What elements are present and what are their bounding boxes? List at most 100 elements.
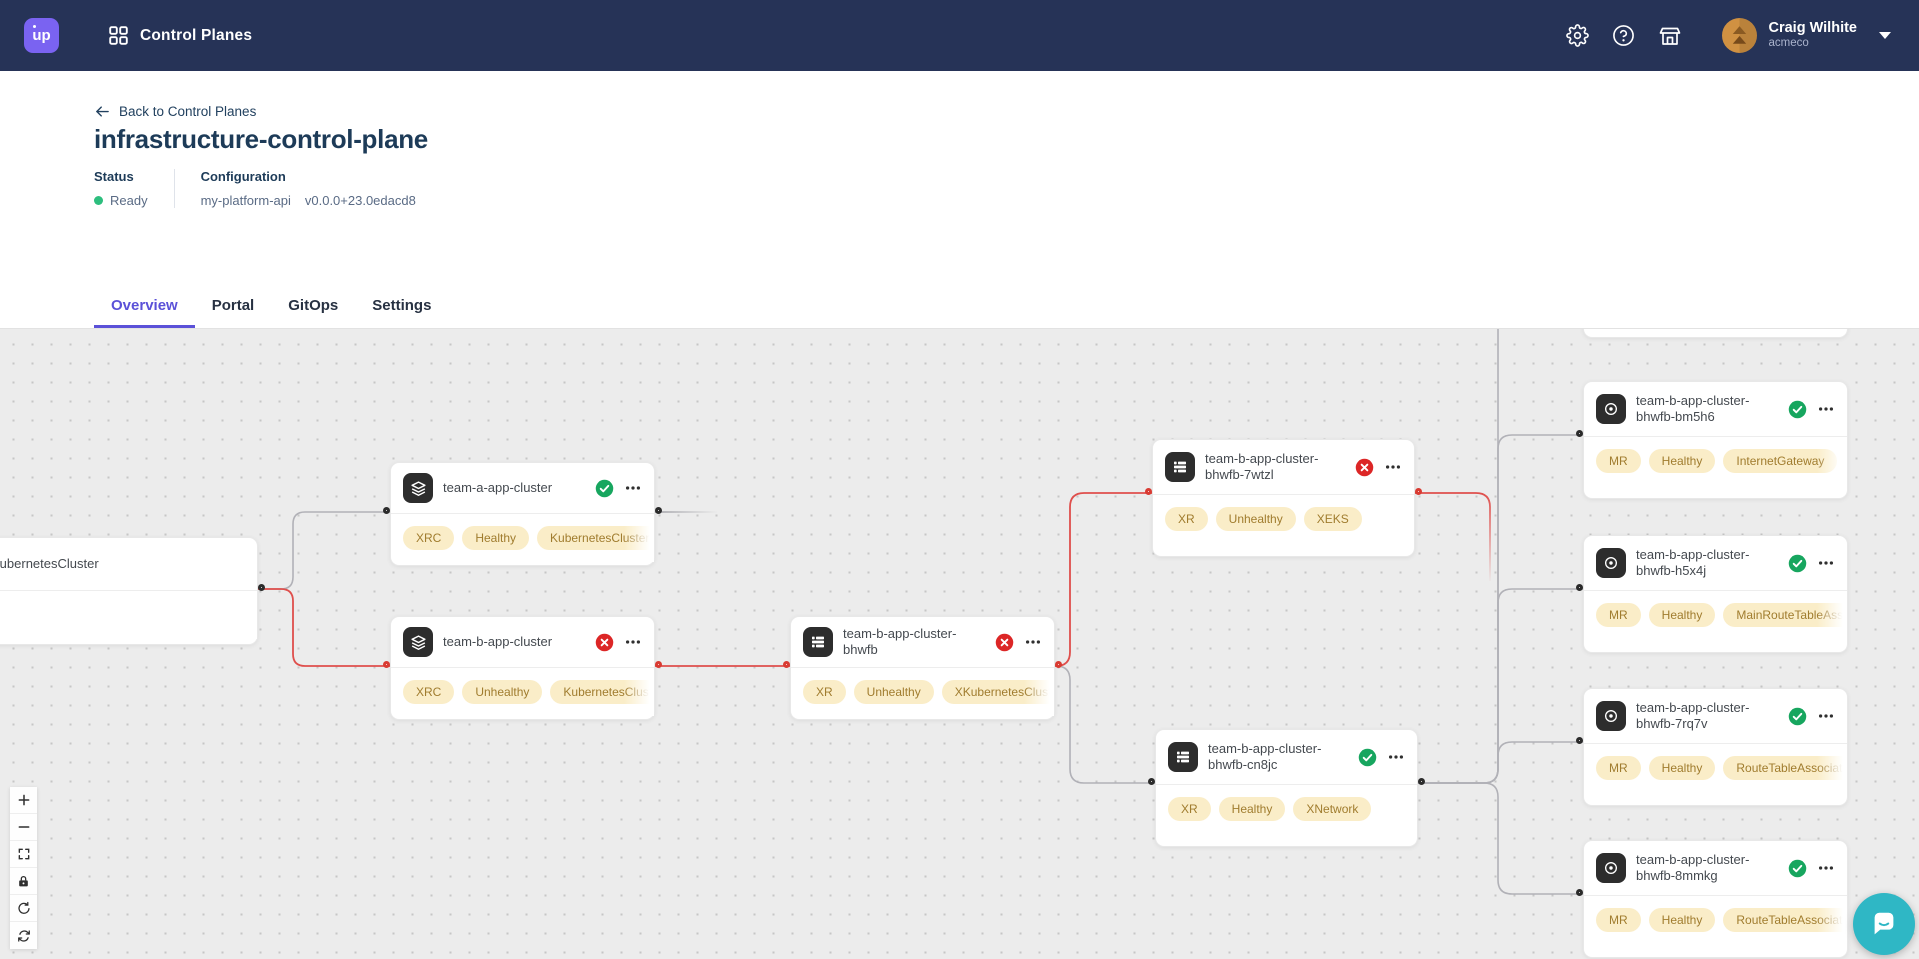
badge-xrc: XRC (403, 680, 455, 704)
configuration-version: v0.0.0+23.0edacd8 (304, 193, 416, 208)
left-handle[interactable] (783, 661, 790, 668)
badge-mr: MR (1596, 756, 1641, 780)
left-handle[interactable] (1576, 737, 1583, 744)
reset-view-button[interactable] (10, 895, 37, 922)
app-title: Control Planes (140, 26, 253, 44)
node-divider (391, 667, 654, 668)
node-title: team-b-app-cluster-bhwfb (843, 626, 957, 657)
settings-gear-icon[interactable] (1566, 24, 1590, 48)
managed-icon (1596, 394, 1626, 424)
help-circle-icon[interactable] (1612, 24, 1636, 48)
configuration-name: my-platform-api (200, 193, 291, 208)
composite-icon (1165, 452, 1195, 482)
left-handle[interactable] (1576, 889, 1583, 896)
back-link[interactable]: Back to Control Planes (94, 104, 256, 119)
node-menu-button[interactable] (624, 633, 642, 651)
node-menu-button[interactable] (624, 479, 642, 497)
composite-icon (1168, 742, 1198, 772)
status-block: Status Ready (94, 169, 148, 208)
badge-xr: XR (1168, 797, 1211, 821)
right-handle[interactable] (258, 584, 265, 591)
badge-mr: MR (1596, 449, 1641, 473)
left-handle[interactable] (1576, 430, 1583, 437)
user-menu[interactable]: Craig Wilhite acmeco (1721, 18, 1891, 53)
node-divider (1584, 590, 1847, 591)
zoom-in-button[interactable] (10, 787, 37, 814)
chat-launcher-button[interactable] (1853, 893, 1915, 955)
left-handle[interactable] (1145, 488, 1152, 495)
node-title: team-a-app-cluster (443, 480, 553, 495)
node-title: team-b-app-cluster-bhwfb-7rq7v (1636, 700, 1750, 731)
avatar (1721, 18, 1757, 53)
node-title: team-b-app-cluster-bhwfb-cn8jc (1208, 741, 1322, 772)
fit-view-button[interactable] (10, 841, 37, 868)
error-x-icon (995, 633, 1014, 652)
right-handle[interactable] (1415, 488, 1422, 495)
refresh-layout-button[interactable] (10, 922, 37, 949)
resource-node-kubernetescluster[interactable]: K KubernetesCluster API (0, 537, 265, 645)
node-title: team-b-app-cluster (443, 634, 553, 649)
badge-xeks: XEKS (1303, 507, 1362, 531)
composite-icon (803, 627, 833, 657)
managed-icon (1596, 548, 1626, 578)
tab-gitops[interactable]: GitOps (288, 297, 339, 314)
healthy-check-icon (1788, 859, 1807, 878)
healthy-check-icon (1788, 707, 1807, 726)
left-handle[interactable] (383, 661, 390, 668)
node-menu-button[interactable] (1024, 633, 1042, 651)
badge-xkubernetescluster: XKubernetesCluster (941, 680, 1054, 704)
node-divider (1584, 895, 1847, 896)
node-menu-button[interactable] (1817, 707, 1835, 725)
lock-button[interactable] (10, 868, 37, 895)
reset-view-icon (17, 901, 31, 915)
node-menu-button[interactable] (1817, 400, 1835, 418)
right-handle[interactable] (655, 661, 662, 668)
node-title: KubernetesCluster (0, 556, 99, 571)
canvas-controls (10, 787, 37, 949)
right-handle[interactable] (1418, 778, 1425, 785)
zoom-out-icon (17, 820, 31, 834)
badge-internetgateway: InternetGateway (1723, 449, 1838, 473)
badge-healthy: Healthy (1648, 908, 1716, 932)
node-menu-button[interactable] (1817, 554, 1835, 572)
top-navbar: up Control Planes (0, 0, 1919, 71)
left-handle[interactable] (1148, 778, 1155, 785)
graph-canvas[interactable]: K KubernetesCluster API team-a-app-clust… (0, 328, 1919, 959)
layers-icon (403, 627, 433, 657)
node-menu-button[interactable] (1387, 748, 1405, 766)
status-value: Ready (110, 193, 148, 208)
right-handle[interactable] (1055, 661, 1062, 668)
node-menu-button[interactable] (1817, 859, 1835, 877)
managed-icon (1596, 853, 1626, 883)
healthy-check-icon (595, 479, 614, 498)
right-handle[interactable] (655, 507, 662, 514)
badge-unhealthy: Unhealthy (462, 680, 543, 704)
tab-settings[interactable]: Settings (372, 297, 432, 314)
badge-kubernetescluster: KubernetesCluster (537, 526, 654, 550)
managed-icon (1596, 701, 1626, 731)
node-divider (1584, 743, 1847, 744)
marketplace-store-icon[interactable] (1658, 24, 1682, 48)
zoom-out-button[interactable] (10, 814, 37, 841)
upbound-logo[interactable]: up (24, 18, 59, 53)
left-handle[interactable] (383, 507, 390, 514)
chevron-down-icon (1879, 32, 1891, 39)
tab-portal[interactable]: Portal (211, 297, 255, 314)
node-menu-button[interactable] (1384, 458, 1402, 476)
tab-overview[interactable]: Overview (94, 287, 195, 328)
resource-node-partial-top[interactable] (1583, 329, 1848, 338)
left-handle[interactable] (1576, 584, 1583, 591)
